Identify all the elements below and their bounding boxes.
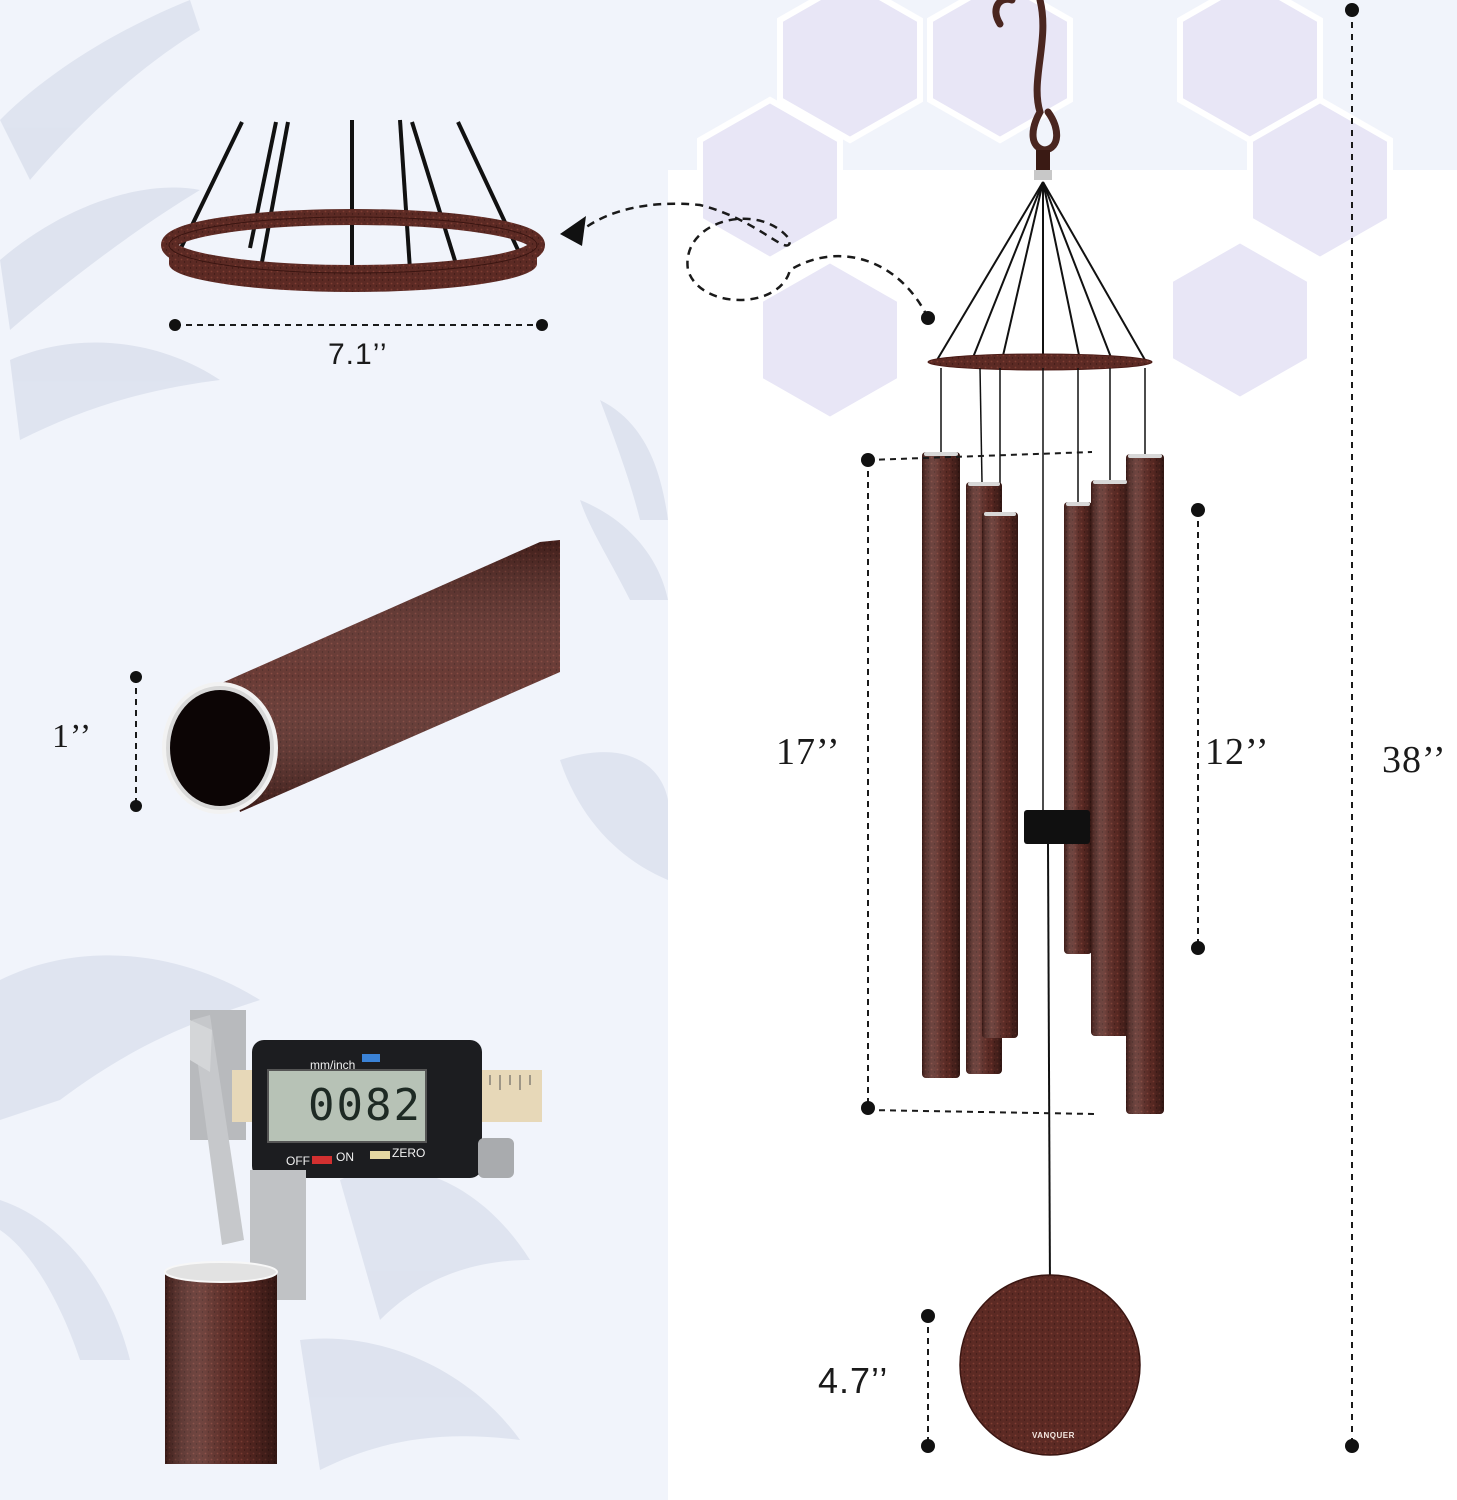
sail-diameter-label: 4.7’’ — [818, 1360, 889, 1401]
chime-tubes — [922, 452, 1164, 1114]
caliper-zero-label: ZERO — [392, 1146, 426, 1160]
caliper-off-label: OFF — [286, 1154, 310, 1168]
caliper-unit-label: mm/inch — [310, 1058, 356, 1072]
caliper — [164, 1010, 542, 1464]
total-length-dimension-line — [1345, 3, 1359, 1453]
total-length-label: 38’’ — [1382, 739, 1447, 781]
longest-tube-label: 17’’ — [776, 731, 841, 773]
shortest-tube-label: 12’’ — [1205, 731, 1270, 773]
tube-diameter-label: 1’’ — [52, 718, 93, 755]
ring-diameter-label: 7.1’’ — [328, 338, 388, 371]
striker — [1024, 810, 1090, 844]
ring-detail — [161, 119, 545, 292]
caliper-reading: 0082 — [308, 1080, 422, 1131]
tube-dimension-line — [130, 671, 142, 812]
sail-dimension-line — [921, 1309, 935, 1453]
arrow-head — [560, 216, 586, 246]
tube-cross-section — [162, 540, 560, 814]
ring-dimension-line — [169, 319, 548, 331]
wind-sail — [960, 1275, 1140, 1455]
tube-12-dimension-line — [1191, 503, 1205, 955]
tube-17-dimension-line — [861, 451, 1095, 1115]
connector-dot — [921, 311, 935, 325]
leaf-decoration — [0, 0, 668, 1470]
wind-chime — [922, 0, 1164, 1456]
brand-logo-text: VANQUER — [1032, 1431, 1075, 1440]
caliper-on-label: ON — [336, 1150, 354, 1164]
